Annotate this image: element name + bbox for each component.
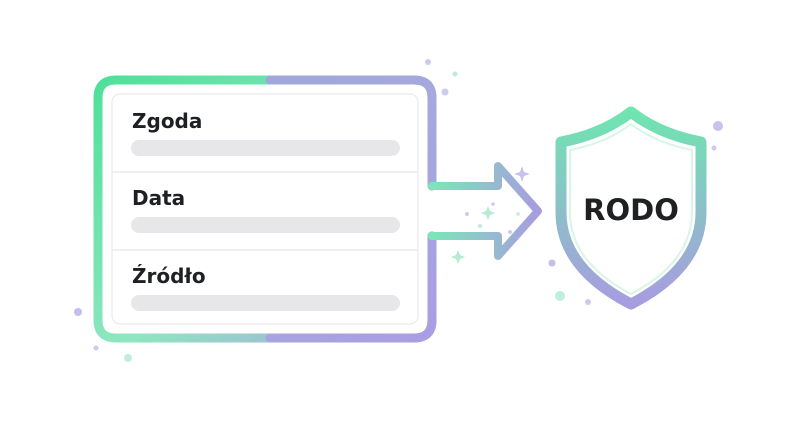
field-input-placeholder: [131, 295, 400, 311]
dot: [74, 308, 82, 316]
dot: [452, 71, 458, 77]
shield-icon: RODO: [555, 106, 707, 310]
field-label: Źródło: [132, 264, 206, 288]
dot: [713, 121, 723, 131]
shield-label: RODO: [583, 193, 679, 227]
field-label: Data: [132, 186, 185, 210]
field-row: Zgoda: [131, 109, 400, 156]
dot: [555, 291, 565, 301]
form-card: Zgoda Data Źródło: [93, 75, 437, 343]
card-frame-overlay: [265, 231, 437, 343]
dot: [508, 230, 512, 234]
dot: [93, 345, 99, 351]
shield-inner: [569, 122, 693, 296]
field-label: Zgoda: [132, 109, 202, 133]
field-input-placeholder: [131, 140, 400, 156]
arrow-shape: [428, 162, 542, 260]
dot: [478, 224, 482, 228]
sparkle-icon: [514, 166, 530, 182]
card-frame-overlay: [265, 75, 437, 191]
dot: [491, 202, 495, 206]
dot: [711, 145, 717, 151]
sparkle-icon: [481, 206, 495, 220]
dot: [124, 354, 132, 362]
dot: [548, 259, 556, 267]
dot: [425, 59, 431, 65]
arrow-right-icon: [428, 162, 542, 260]
dot: [465, 212, 469, 216]
dot: [516, 212, 520, 216]
shield-outer: [555, 106, 707, 310]
field-input-placeholder: [131, 217, 400, 233]
field-row: Źródło: [131, 264, 400, 311]
dot: [441, 88, 449, 96]
field-row: Data: [131, 186, 400, 233]
decorative-dots: [74, 59, 723, 362]
dot: [585, 299, 591, 305]
sparkle-icon: [451, 250, 465, 264]
sparkles: [451, 166, 530, 264]
